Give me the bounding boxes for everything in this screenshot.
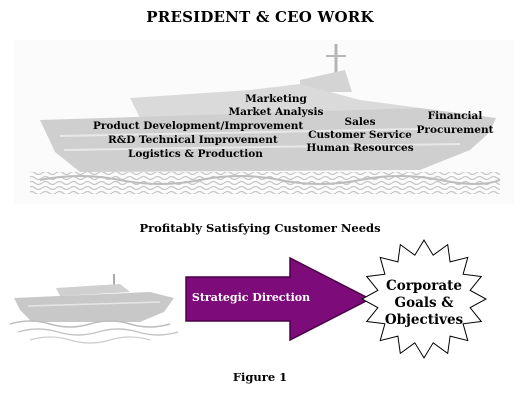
diagram-subtitle: Profitably Satisfying Customer Needs (139, 221, 381, 235)
goal-label-line-2: Goals & (394, 295, 454, 311)
function-label-product-development: Product Development/Improvement (93, 120, 304, 132)
goal-label-line-1: Corporate (386, 278, 462, 294)
function-label-marketing: Marketing (245, 93, 307, 105)
function-label-human-resources: Human Resources (306, 142, 414, 154)
arrow-label: Strategic Direction (191, 291, 311, 304)
figure-caption: Figure 1 (232, 370, 288, 384)
goal-label: Corporate Goals & Objectives (372, 278, 476, 329)
diagram-title: PRESIDENT & CEO WORK (146, 8, 374, 26)
function-label-procurement: Procurement (416, 124, 494, 136)
function-label-logistics: Logistics & Production (128, 148, 263, 160)
goal-label-line-3: Objectives (384, 312, 464, 328)
large-ship-illustration (14, 40, 514, 204)
function-label-financial: Financial (427, 110, 483, 122)
function-label-customer-service: Customer Service (308, 129, 412, 141)
function-label-sales: Sales (344, 116, 376, 128)
goals-starburst (360, 239, 488, 359)
small-ship-illustration (9, 274, 179, 344)
function-label-market-analysis: Market Analysis (228, 106, 324, 118)
function-label-rd: R&D Technical Improvement (108, 134, 278, 146)
strategic-direction-arrow (185, 256, 372, 342)
